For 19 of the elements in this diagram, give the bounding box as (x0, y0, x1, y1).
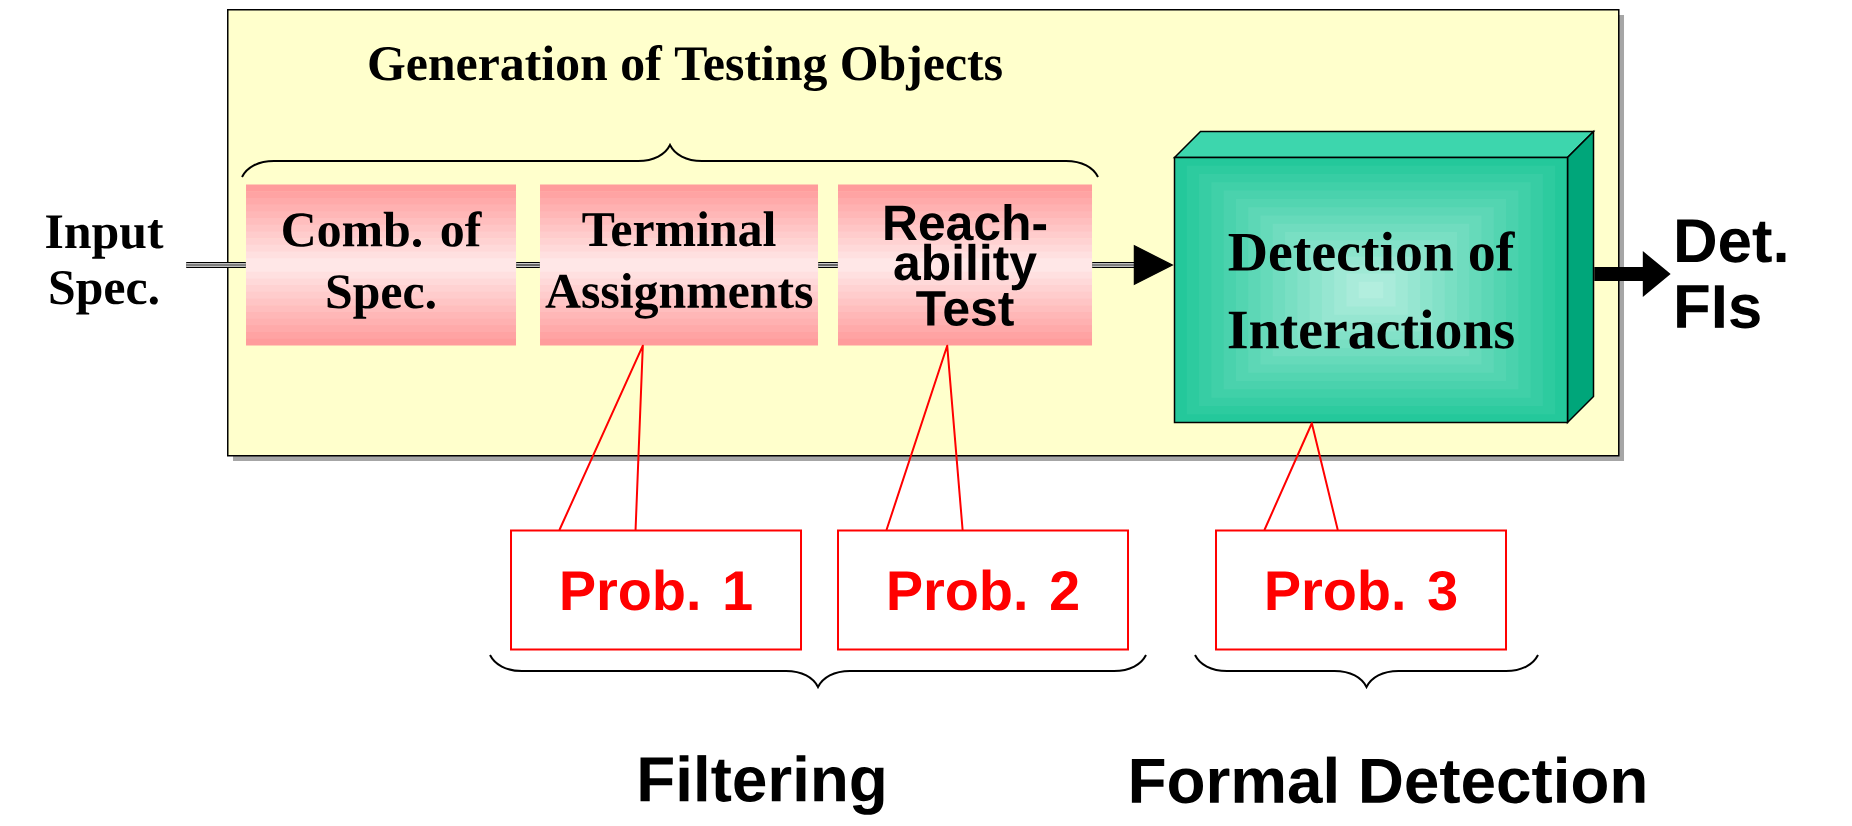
text-label: Input Spec. (46, 215, 164, 315)
leader-line (558, 344, 644, 531)
leader-line (1263, 422, 1339, 531)
group-label: Filtering (640, 755, 884, 815)
group-label: Formal Detection (1131, 756, 1645, 804)
callout-box: Prob. 3 (1215, 529, 1507, 651)
node-label: Comb. of Spec. (283, 211, 482, 319)
connector-arrow (515, 262, 541, 268)
text-label: Det. FIs (1677, 219, 1786, 329)
callout-box: Prob. 2 (837, 529, 1129, 651)
process-box: Comb. of Spec. (246, 184, 516, 346)
connector-arrow (817, 262, 839, 268)
node-label: Terminal Assignments (545, 211, 813, 319)
node-label: Reach- ability Test (885, 203, 1047, 327)
leader-line (885, 344, 964, 531)
group-heading: Generation of Testing Objects (369, 44, 1002, 92)
callout-box: Prob. 1 (510, 529, 802, 651)
process-box: Terminal Assignments (540, 184, 818, 346)
process-box: Reach- ability Test (838, 184, 1092, 346)
